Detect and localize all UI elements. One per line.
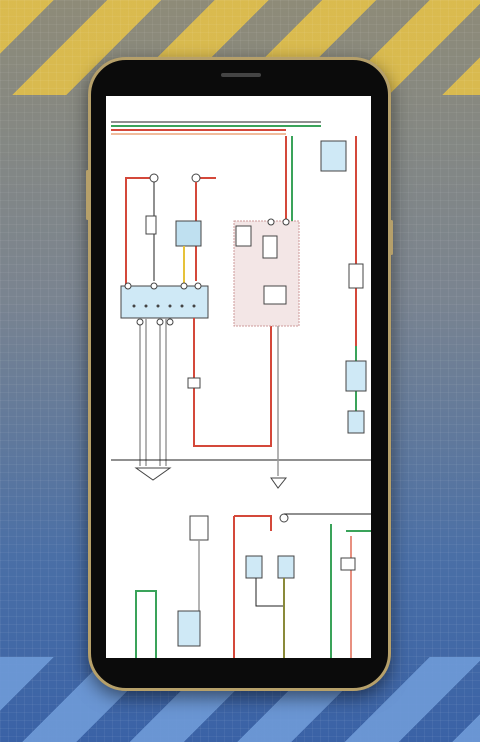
wire-green-lower <box>135 590 157 658</box>
fuse-icon <box>262 235 278 259</box>
wire-red-left-loop <box>125 177 154 286</box>
phone-speaker <box>221 73 261 77</box>
connector-icon <box>150 282 158 290</box>
switch-icon <box>320 140 347 172</box>
fuse-icon <box>235 225 252 247</box>
wire-gray-bundle <box>139 318 167 466</box>
wire-red-lower-top <box>234 515 272 531</box>
relay-icon <box>277 555 295 579</box>
connector-icon <box>136 318 144 326</box>
relay-icon <box>245 555 263 579</box>
battery-icon <box>347 410 365 434</box>
connector-icon <box>156 318 164 326</box>
relay-icon <box>263 285 287 305</box>
fuse-icon <box>348 263 364 289</box>
connector-icon <box>149 173 159 183</box>
wiring-diagram-screen[interactable] <box>106 96 371 658</box>
connector-icon <box>180 282 188 290</box>
connector-icon <box>191 173 201 183</box>
power-button <box>390 220 393 255</box>
wiring-diagram[interactable] <box>106 96 371 658</box>
wire-black-lower-loop <box>255 578 285 607</box>
relay-icon <box>345 360 367 392</box>
relay-icon <box>175 220 202 247</box>
ground-icon <box>134 467 172 481</box>
switch-icon <box>189 515 209 541</box>
connector-icon <box>187 377 201 389</box>
connector-icon <box>194 282 202 290</box>
fuse-icon <box>145 215 157 235</box>
connector-icon <box>340 557 356 571</box>
connector-icon <box>279 513 289 523</box>
connector-icon <box>282 218 290 226</box>
volume-button <box>86 170 89 220</box>
ecu-pins <box>132 304 196 308</box>
ground-icon <box>270 477 288 489</box>
phone-mockup <box>86 57 393 691</box>
connector-icon <box>166 318 174 326</box>
connector-icon <box>124 282 132 290</box>
ecu-module <box>120 285 209 319</box>
connector-icon <box>267 218 275 226</box>
relay-icon <box>177 610 201 647</box>
